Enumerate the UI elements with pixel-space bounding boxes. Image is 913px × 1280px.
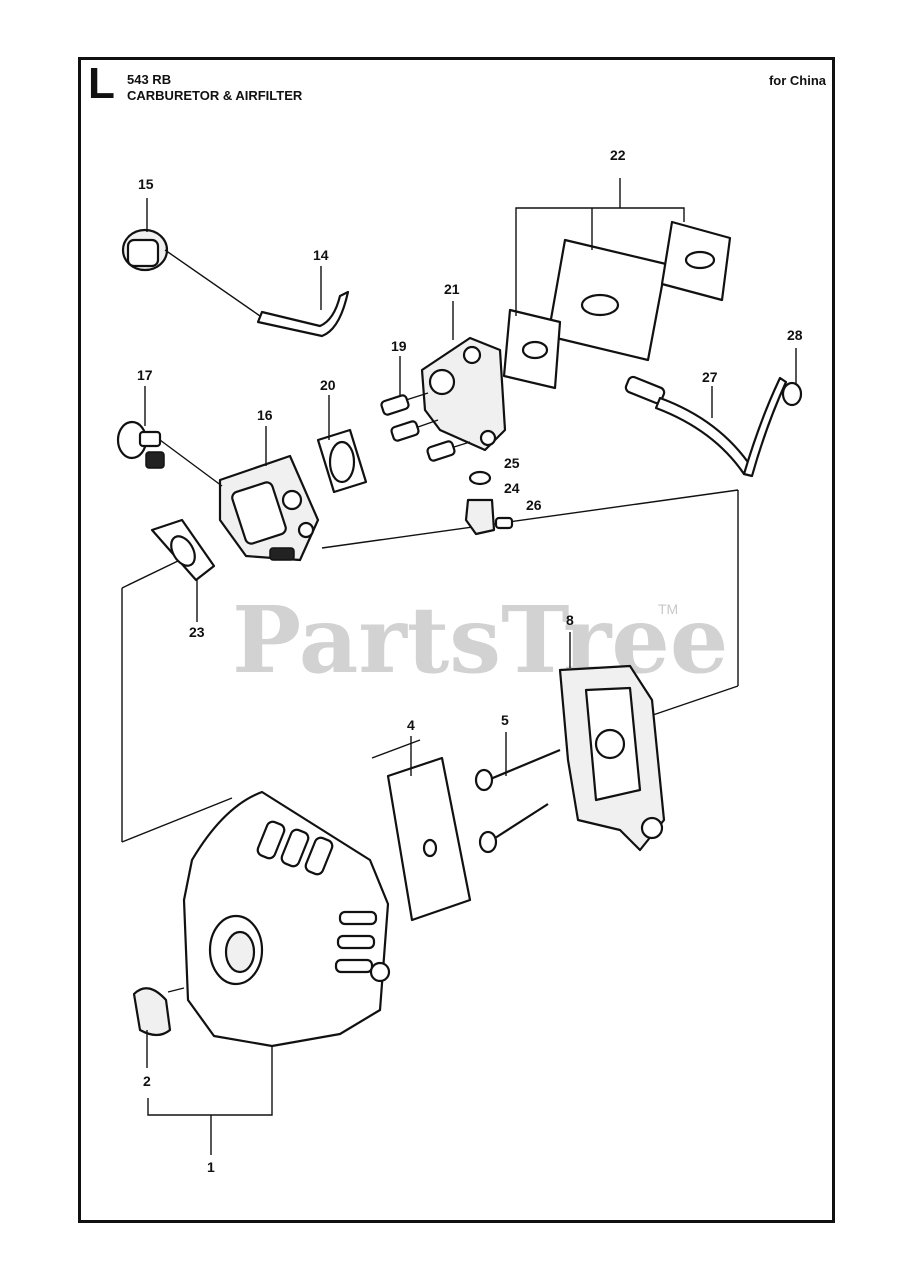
callout-25: 25 xyxy=(504,455,520,471)
part-27-throttle-cable[interactable] xyxy=(624,375,788,478)
part-5-screws[interactable] xyxy=(474,748,561,854)
callout-15: 15 xyxy=(138,176,154,192)
part-16-carburetor[interactable] xyxy=(218,454,320,562)
part-21-intake-adapter[interactable] xyxy=(420,336,507,452)
model-number: 543 RB xyxy=(127,72,172,87)
part-19-screws[interactable] xyxy=(380,392,471,462)
watermark-tm: TM xyxy=(658,601,678,617)
part-25-washer[interactable] xyxy=(468,470,492,486)
part-28-nut[interactable] xyxy=(781,381,803,407)
callout-2: 2 xyxy=(143,1073,151,1089)
region-label: for China xyxy=(768,73,826,88)
callout-24: 24 xyxy=(504,480,520,496)
diagram-title: CARBURETOR & AIRFILTER xyxy=(127,88,303,103)
part-4-filter-element[interactable] xyxy=(386,756,472,922)
callout-23: 23 xyxy=(189,624,205,640)
leader-lines xyxy=(144,198,797,1155)
callout-21: 21 xyxy=(444,281,460,297)
part-8-filter-base[interactable] xyxy=(558,664,666,852)
callout-22: 22 xyxy=(610,147,626,163)
callout-16: 16 xyxy=(257,407,273,423)
callout-20: 20 xyxy=(320,377,336,393)
part-23-gasket[interactable] xyxy=(150,518,216,582)
callout-28: 28 xyxy=(787,327,803,343)
part-15-primer-bulb[interactable] xyxy=(121,228,261,317)
callout-8: 8 xyxy=(566,612,574,628)
watermark-text: PartsTree xyxy=(232,586,728,694)
part-20-gasket[interactable] xyxy=(316,428,368,494)
assembly-outline xyxy=(121,489,739,843)
callout-1: 1 xyxy=(207,1159,215,1175)
part-14-fuel-hose[interactable] xyxy=(256,290,350,338)
part-1-filter-cover[interactable] xyxy=(182,790,391,1048)
diagram-frame xyxy=(78,57,835,1223)
part-22-gasket-set[interactable] xyxy=(502,178,732,390)
callout-14: 14 xyxy=(313,247,329,263)
callout-27: 27 xyxy=(702,369,718,385)
part-17-choke-knob[interactable] xyxy=(116,420,223,487)
part-26-screw[interactable] xyxy=(494,516,514,530)
callout-4: 4 xyxy=(407,717,415,733)
callout-26: 26 xyxy=(526,497,542,513)
callout-19: 19 xyxy=(391,338,407,354)
part-24-fitting[interactable] xyxy=(464,498,496,536)
part-2-cover-knob[interactable] xyxy=(132,987,185,1037)
callout-5: 5 xyxy=(501,712,509,728)
callout-17: 17 xyxy=(137,367,153,383)
section-letter: L xyxy=(88,59,115,108)
